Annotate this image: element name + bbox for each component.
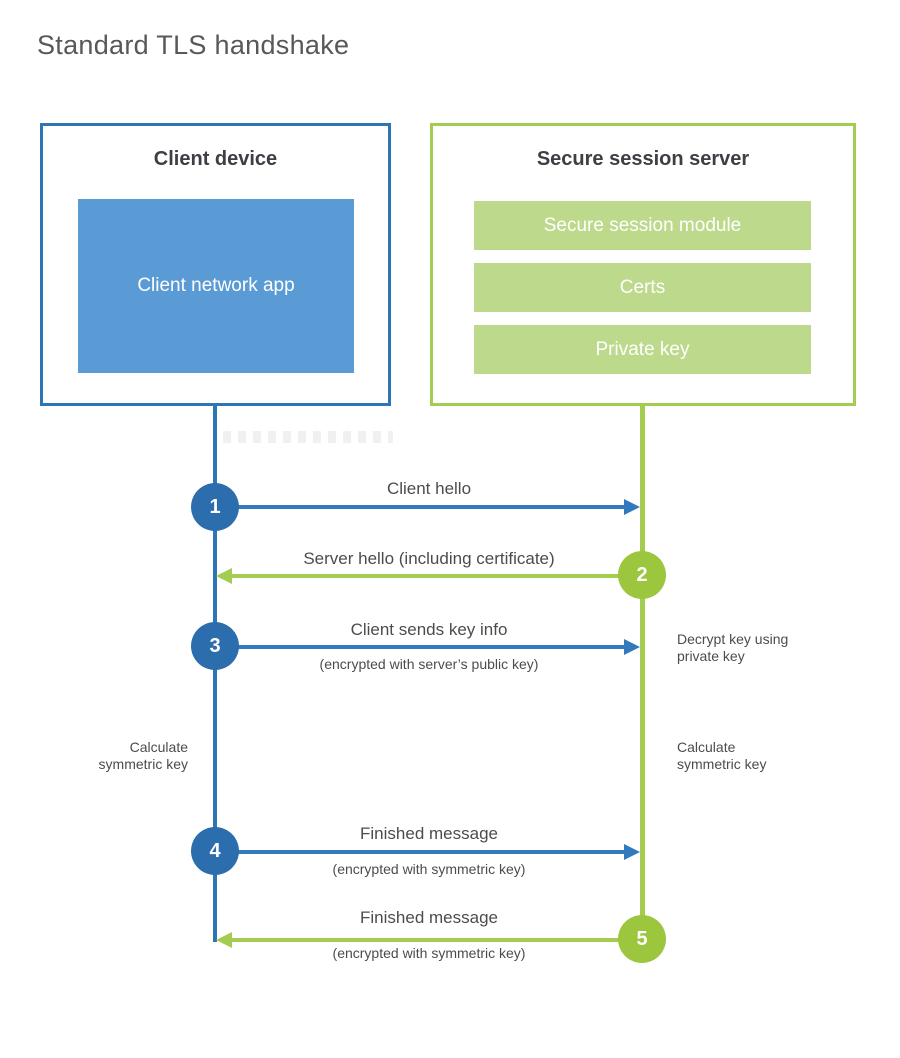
step-4-arrowhead-right-icon xyxy=(624,844,640,860)
calculate-symmetric-key-note-client: Calculate symmetric key xyxy=(98,739,188,772)
server-lifeline xyxy=(640,405,645,939)
certs-bar: Certs xyxy=(474,263,811,312)
step-1-arrowhead-right-icon xyxy=(624,499,640,515)
step-1-badge: 1 xyxy=(191,483,239,531)
calculate-symmetric-key-note-server: Calculate symmetric key xyxy=(677,739,767,772)
step-5-arrowhead-left-icon xyxy=(216,932,232,948)
secure-session-module-bar: Secure session module xyxy=(474,201,811,250)
private-key-bar: Private key xyxy=(474,325,811,374)
step-1-arrow-line xyxy=(215,505,627,509)
step-2-label: Server hello (including certificate) xyxy=(303,549,555,568)
faint-dashed-line xyxy=(223,431,393,443)
step-5-label: Finished message xyxy=(360,908,498,927)
client-device-box: Client device Client network app xyxy=(40,123,391,406)
client-box-title: Client device xyxy=(153,148,278,170)
step-2-arrowhead-left-icon xyxy=(216,568,232,584)
step-2-arrow-line xyxy=(231,574,642,578)
client-lifeline xyxy=(213,405,217,942)
page-title: Standard TLS handshake xyxy=(37,30,350,60)
step-4-label: Finished message xyxy=(360,824,498,843)
step-5-arrow-line xyxy=(231,938,642,942)
step-3-sublabel: (encrypted with server’s public key) xyxy=(319,656,539,672)
step-5-sublabel: (encrypted with symmetric key) xyxy=(332,945,526,961)
server-box-title: Secure session server xyxy=(536,148,750,170)
step-3-arrow-line xyxy=(215,645,627,649)
step-3-arrowhead-right-icon xyxy=(624,639,640,655)
step-3-badge: 3 xyxy=(191,622,239,670)
client-network-app-label: Client network app xyxy=(137,275,295,296)
step-4-badge: 4 xyxy=(191,827,239,875)
step-4-arrow-line xyxy=(215,850,627,854)
step-4-sublabel: (encrypted with symmetric key) xyxy=(332,861,526,877)
secure-session-server-box: Secure session server Secure session mod… xyxy=(430,123,856,406)
decrypt-key-note: Decrypt key using private key xyxy=(677,631,789,664)
step-3-label: Client sends key info xyxy=(350,620,508,639)
client-network-app-module: Client network app xyxy=(78,199,354,373)
step-1-label: Client hello xyxy=(386,479,472,498)
step-2-badge: 2 xyxy=(618,551,666,599)
step-5-badge: 5 xyxy=(618,915,666,963)
